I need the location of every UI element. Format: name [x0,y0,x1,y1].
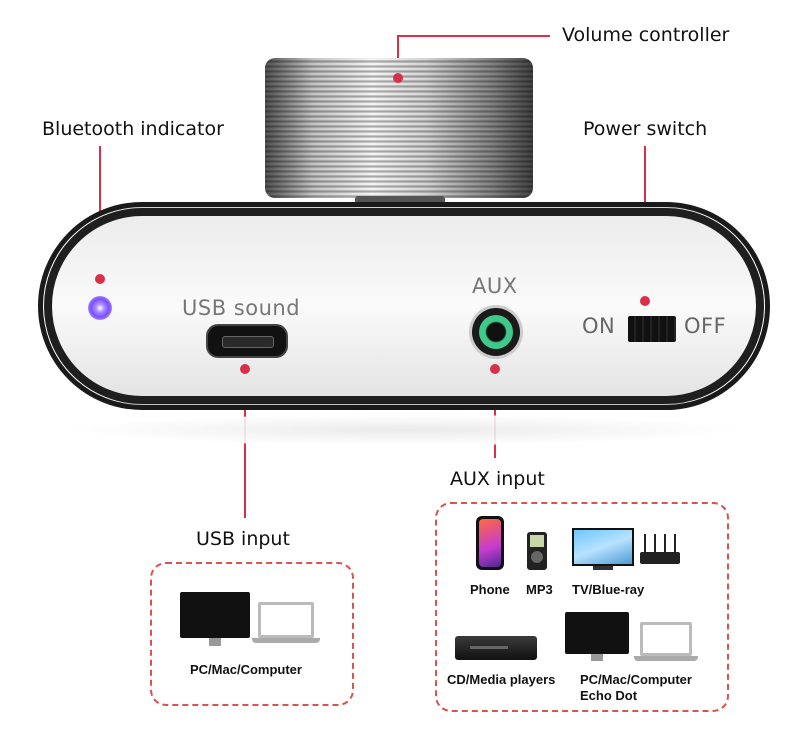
aux-port-label: AUX [472,274,518,298]
desktop-stand-icon [209,638,221,646]
tv-stand-icon [593,566,613,570]
usb-port-label: USB sound [182,296,301,320]
desktop-monitor-icon [180,592,250,638]
aux-laptop-screen-icon [640,622,692,656]
router-icon [640,552,680,564]
router-antenna-icon [644,534,676,552]
aux-desktop-stand-icon [591,654,603,661]
usb-input-label: USB input [196,528,290,550]
speaker-reflection [60,415,750,445]
laptop-base-icon [252,638,320,643]
power-switch[interactable] [628,316,676,342]
aux-device-tv: TV/Blue-ray [572,582,645,597]
aux-device-mp3: MP3 [526,582,553,597]
usb-device-label: PC/Mac/Computer [190,662,302,677]
aux-dot [490,364,500,374]
speaker-front-panel [44,208,764,404]
bluetooth-led-icon [88,296,112,320]
bluetooth-dot [95,274,105,284]
aux-device-pc: PC/Mac/Computer [580,672,692,687]
switch-off-label: OFF [684,314,727,338]
aux-devices-box [435,502,729,712]
smartphone-screen [479,519,501,567]
mp3-player-screen [530,535,544,547]
volume-dot [393,73,403,83]
mp3-player-wheel [531,551,543,563]
aux-device-phone: Phone [470,582,510,597]
laptop-screen-icon [258,602,314,638]
aux-laptop-base-icon [634,656,698,661]
aux-device-media: CD/Media players [447,672,556,687]
knob-shadow [355,196,445,204]
aux-desktop-monitor-icon [565,612,629,654]
aux-input-label: AUX input [450,468,545,490]
tv-icon [572,528,634,566]
usb-devices-box [150,562,354,706]
power-dot [640,296,650,306]
switch-on-label: ON [582,314,616,338]
usb-dot [240,364,250,374]
aux-device-echo: Echo Dot [580,688,638,703]
bluetooth-indicator-label: Bluetooth indicator [42,118,224,140]
media-player-tray [470,646,508,649]
volume-controller-label: Volume controller [562,24,730,46]
usb-port-slot [222,336,274,348]
aux-jack-ring [479,315,513,349]
power-switch-label: Power switch [583,118,708,140]
